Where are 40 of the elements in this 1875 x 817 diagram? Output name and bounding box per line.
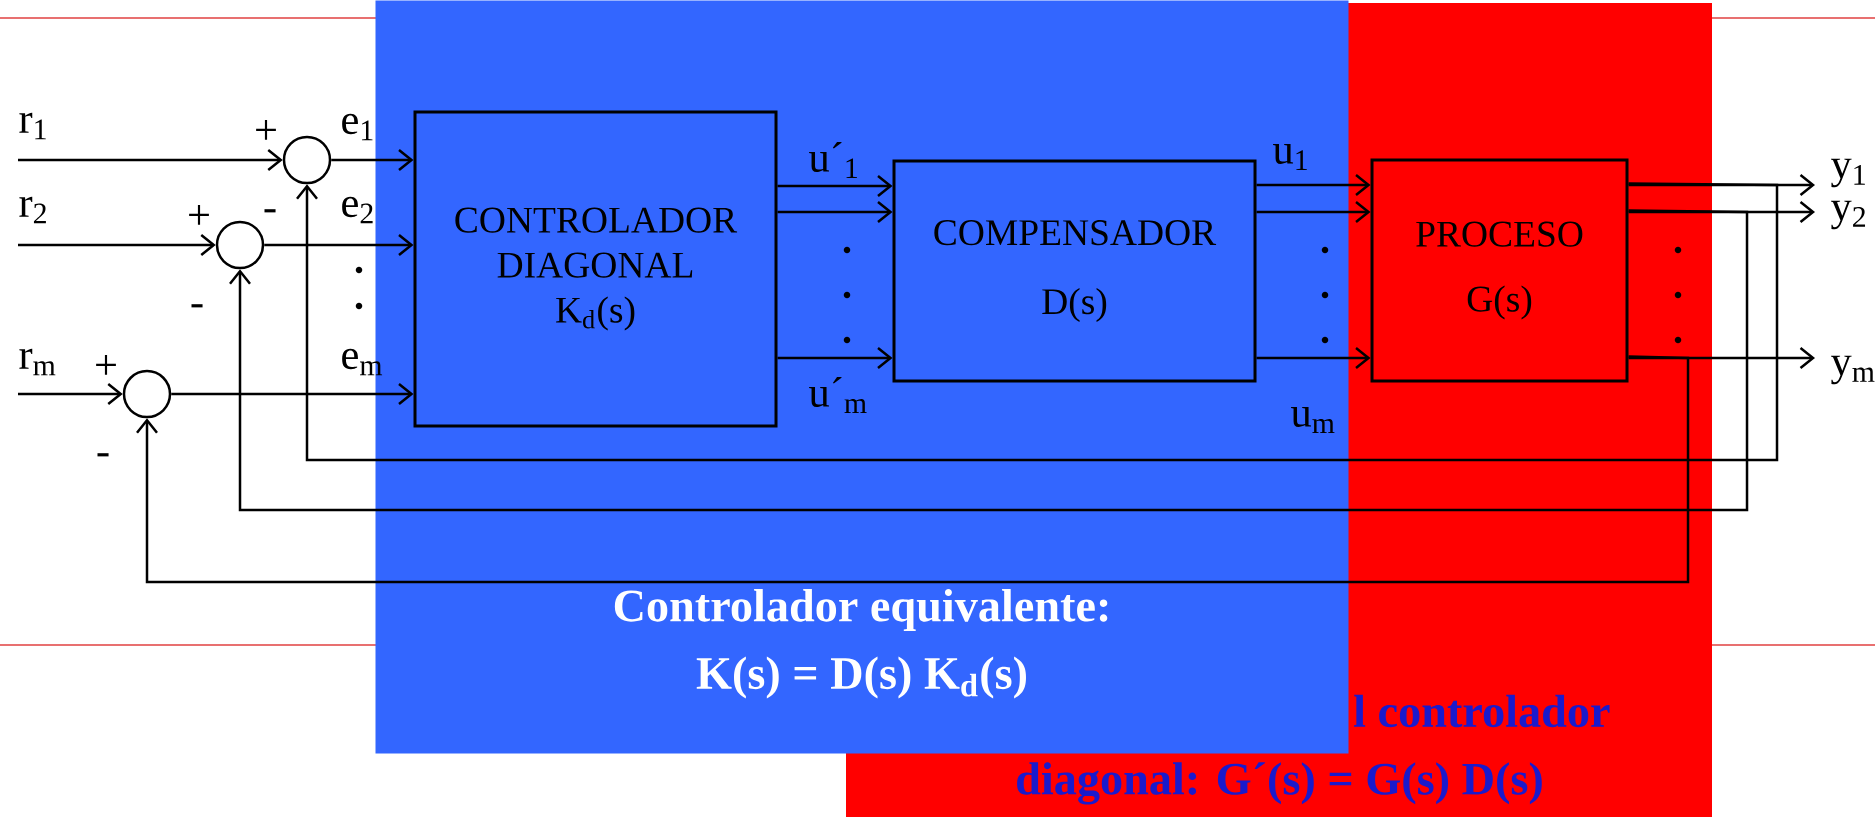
signal-label: e$_{2}$ [342,196,373,224]
summing-junction [122,369,172,419]
signal-label: r$_{1}$ [19,112,46,140]
arrow [331,149,414,171]
arrow [1256,201,1371,223]
signal-label: r$_{2}$ [19,196,46,224]
arrow [229,209,1749,512]
signal-label: u$_{1}$ [1273,144,1307,170]
arrow [18,383,123,405]
arrow [171,383,414,405]
arrow [1256,347,1371,369]
arrow [296,182,1779,462]
signal-label: y$_{2}$ [1831,200,1865,230]
arrow [777,347,893,369]
signal-label: y$_{m}$ [1831,355,1875,385]
arrow [777,201,893,223]
signal-label: r$_{m}$ [19,348,56,376]
sign-label: + [256,120,276,140]
arrow [1256,174,1371,196]
sign-label: - [264,209,276,213]
block-box: COMPENSADOR D(s) [892,159,1257,383]
arrow [136,355,1690,584]
arrow [1628,347,1816,369]
summing-junction [215,220,265,270]
arrow [1628,201,1816,223]
arrow [18,149,283,171]
signal-label: u$_{m}$ [1291,407,1335,433]
arrow [18,234,216,256]
sign-label: - [97,453,109,457]
sign-label: - [191,304,203,308]
signal-label: y$_{1}$ [1831,158,1865,188]
block-box: PROCESO G(s) [1370,158,1629,383]
signal-label: e$_{1}$ [342,113,373,141]
arrow [1628,174,1816,196]
summing-junction [282,135,332,185]
sign-label: + [189,205,209,225]
arrow [777,175,893,197]
arrow [264,234,414,256]
block-box: CONTROLADOR DIAGONAL K$_{d}$(s) [413,110,778,428]
sign-label: + [96,355,116,375]
